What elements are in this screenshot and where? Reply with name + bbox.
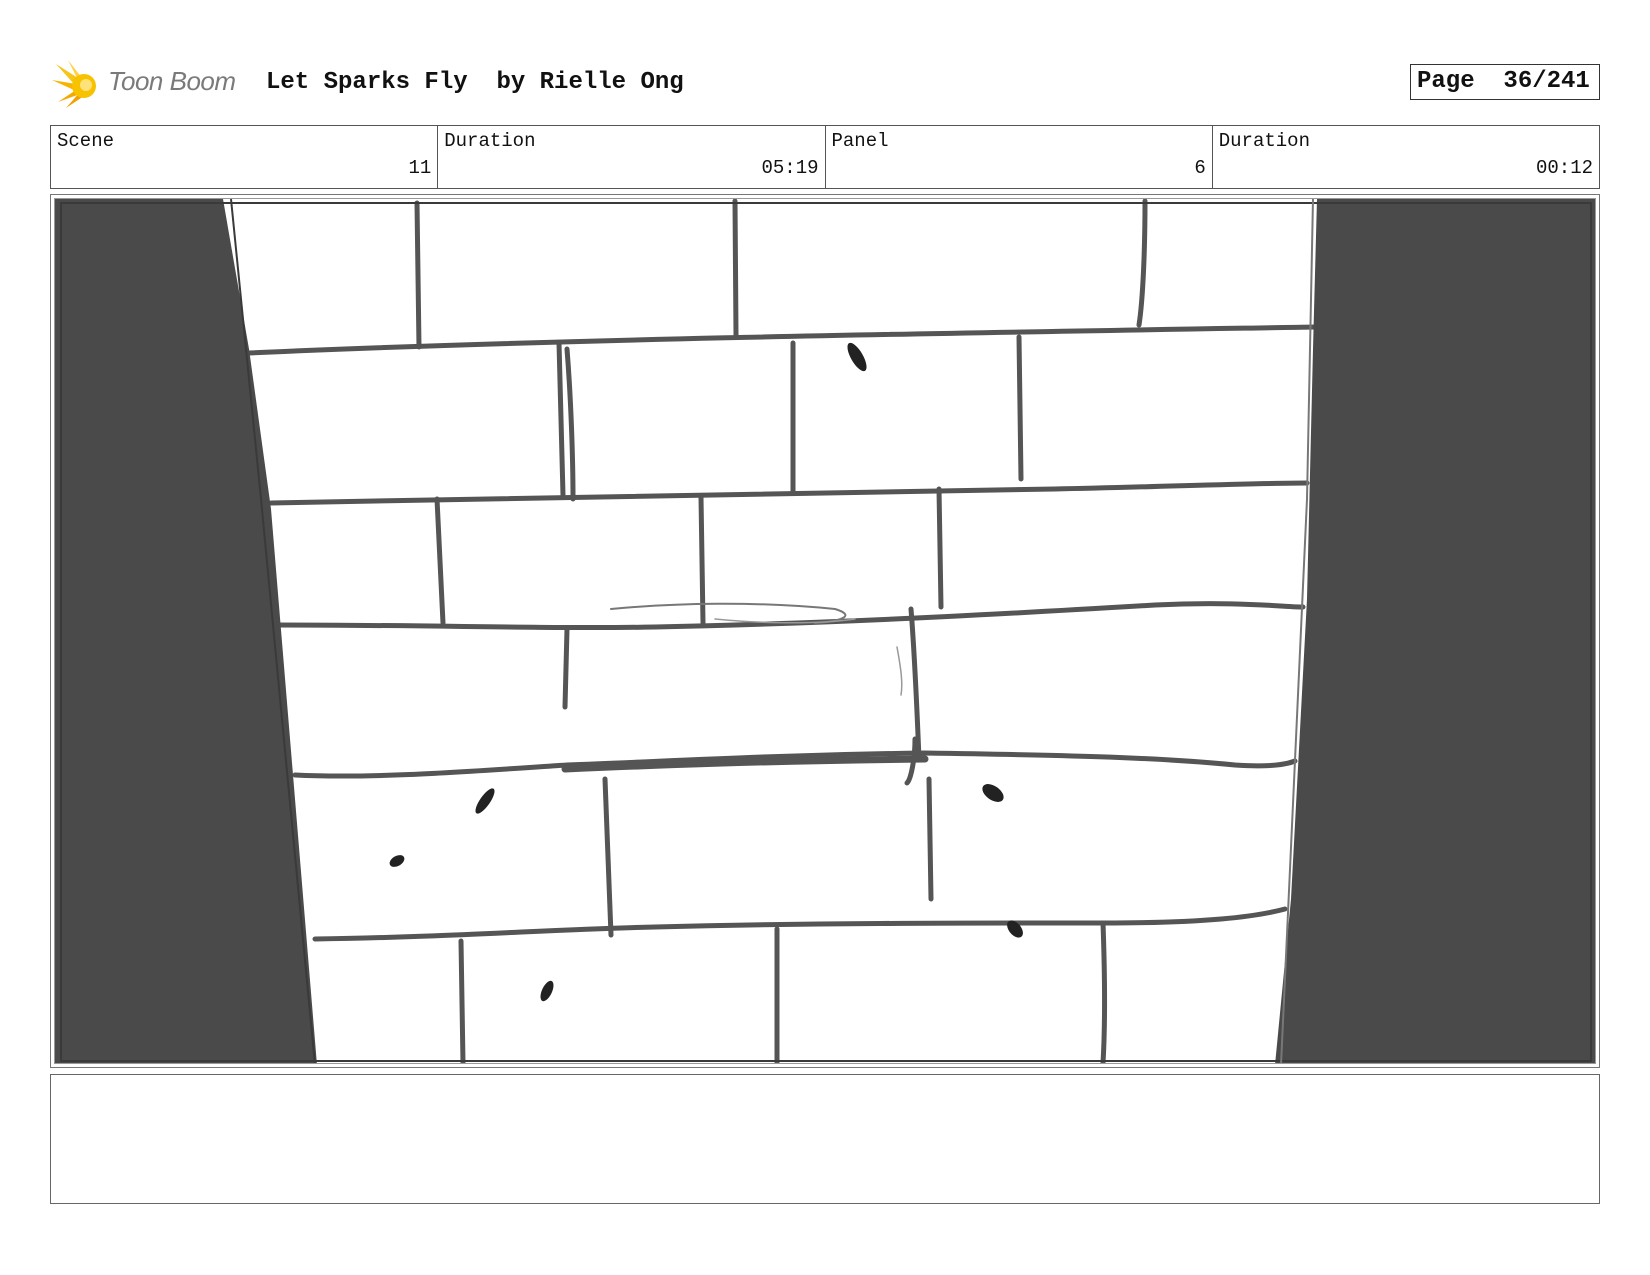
scene-duration-cell: Duration 05:19 — [438, 126, 826, 188]
scene-label: Scene — [57, 130, 115, 152]
toon-boom-logo: Toon Boom — [52, 56, 252, 112]
header: Toon Boom Let Sparks Fly by Rielle Ong P… — [52, 56, 1600, 112]
scene-duration-label: Duration — [444, 130, 536, 152]
panel-duration-cell: Duration 00:12 — [1213, 126, 1599, 188]
logo-text: Toon Boom — [108, 66, 236, 96]
panel-label: Panel — [831, 130, 889, 152]
brick-wall-sketch-icon — [55, 199, 1595, 1063]
storyboard-title: Let Sparks Fly by Rielle Ong — [266, 69, 684, 96]
notes-box — [50, 1074, 1600, 1204]
panel-value: 6 — [1194, 157, 1206, 179]
scene-duration-value: 05:19 — [761, 157, 819, 179]
scene-cell: Scene 11 — [51, 126, 439, 188]
page-counter: Page 36/241 — [1410, 64, 1600, 100]
panel-image — [54, 198, 1596, 1064]
panel-frame — [50, 194, 1600, 1068]
spark-icon — [52, 60, 96, 108]
panel-info-bar: Scene 11 Duration 05:19 Panel 6 Duration… — [50, 125, 1600, 189]
panel-cell: Panel 6 — [826, 126, 1213, 188]
page-value: 36/241 — [1503, 68, 1590, 95]
panel-duration-label: Duration — [1218, 130, 1310, 152]
scene-value: 11 — [408, 157, 432, 179]
panel-duration-value: 00:12 — [1535, 157, 1593, 179]
page-label: Page — [1417, 68, 1475, 95]
